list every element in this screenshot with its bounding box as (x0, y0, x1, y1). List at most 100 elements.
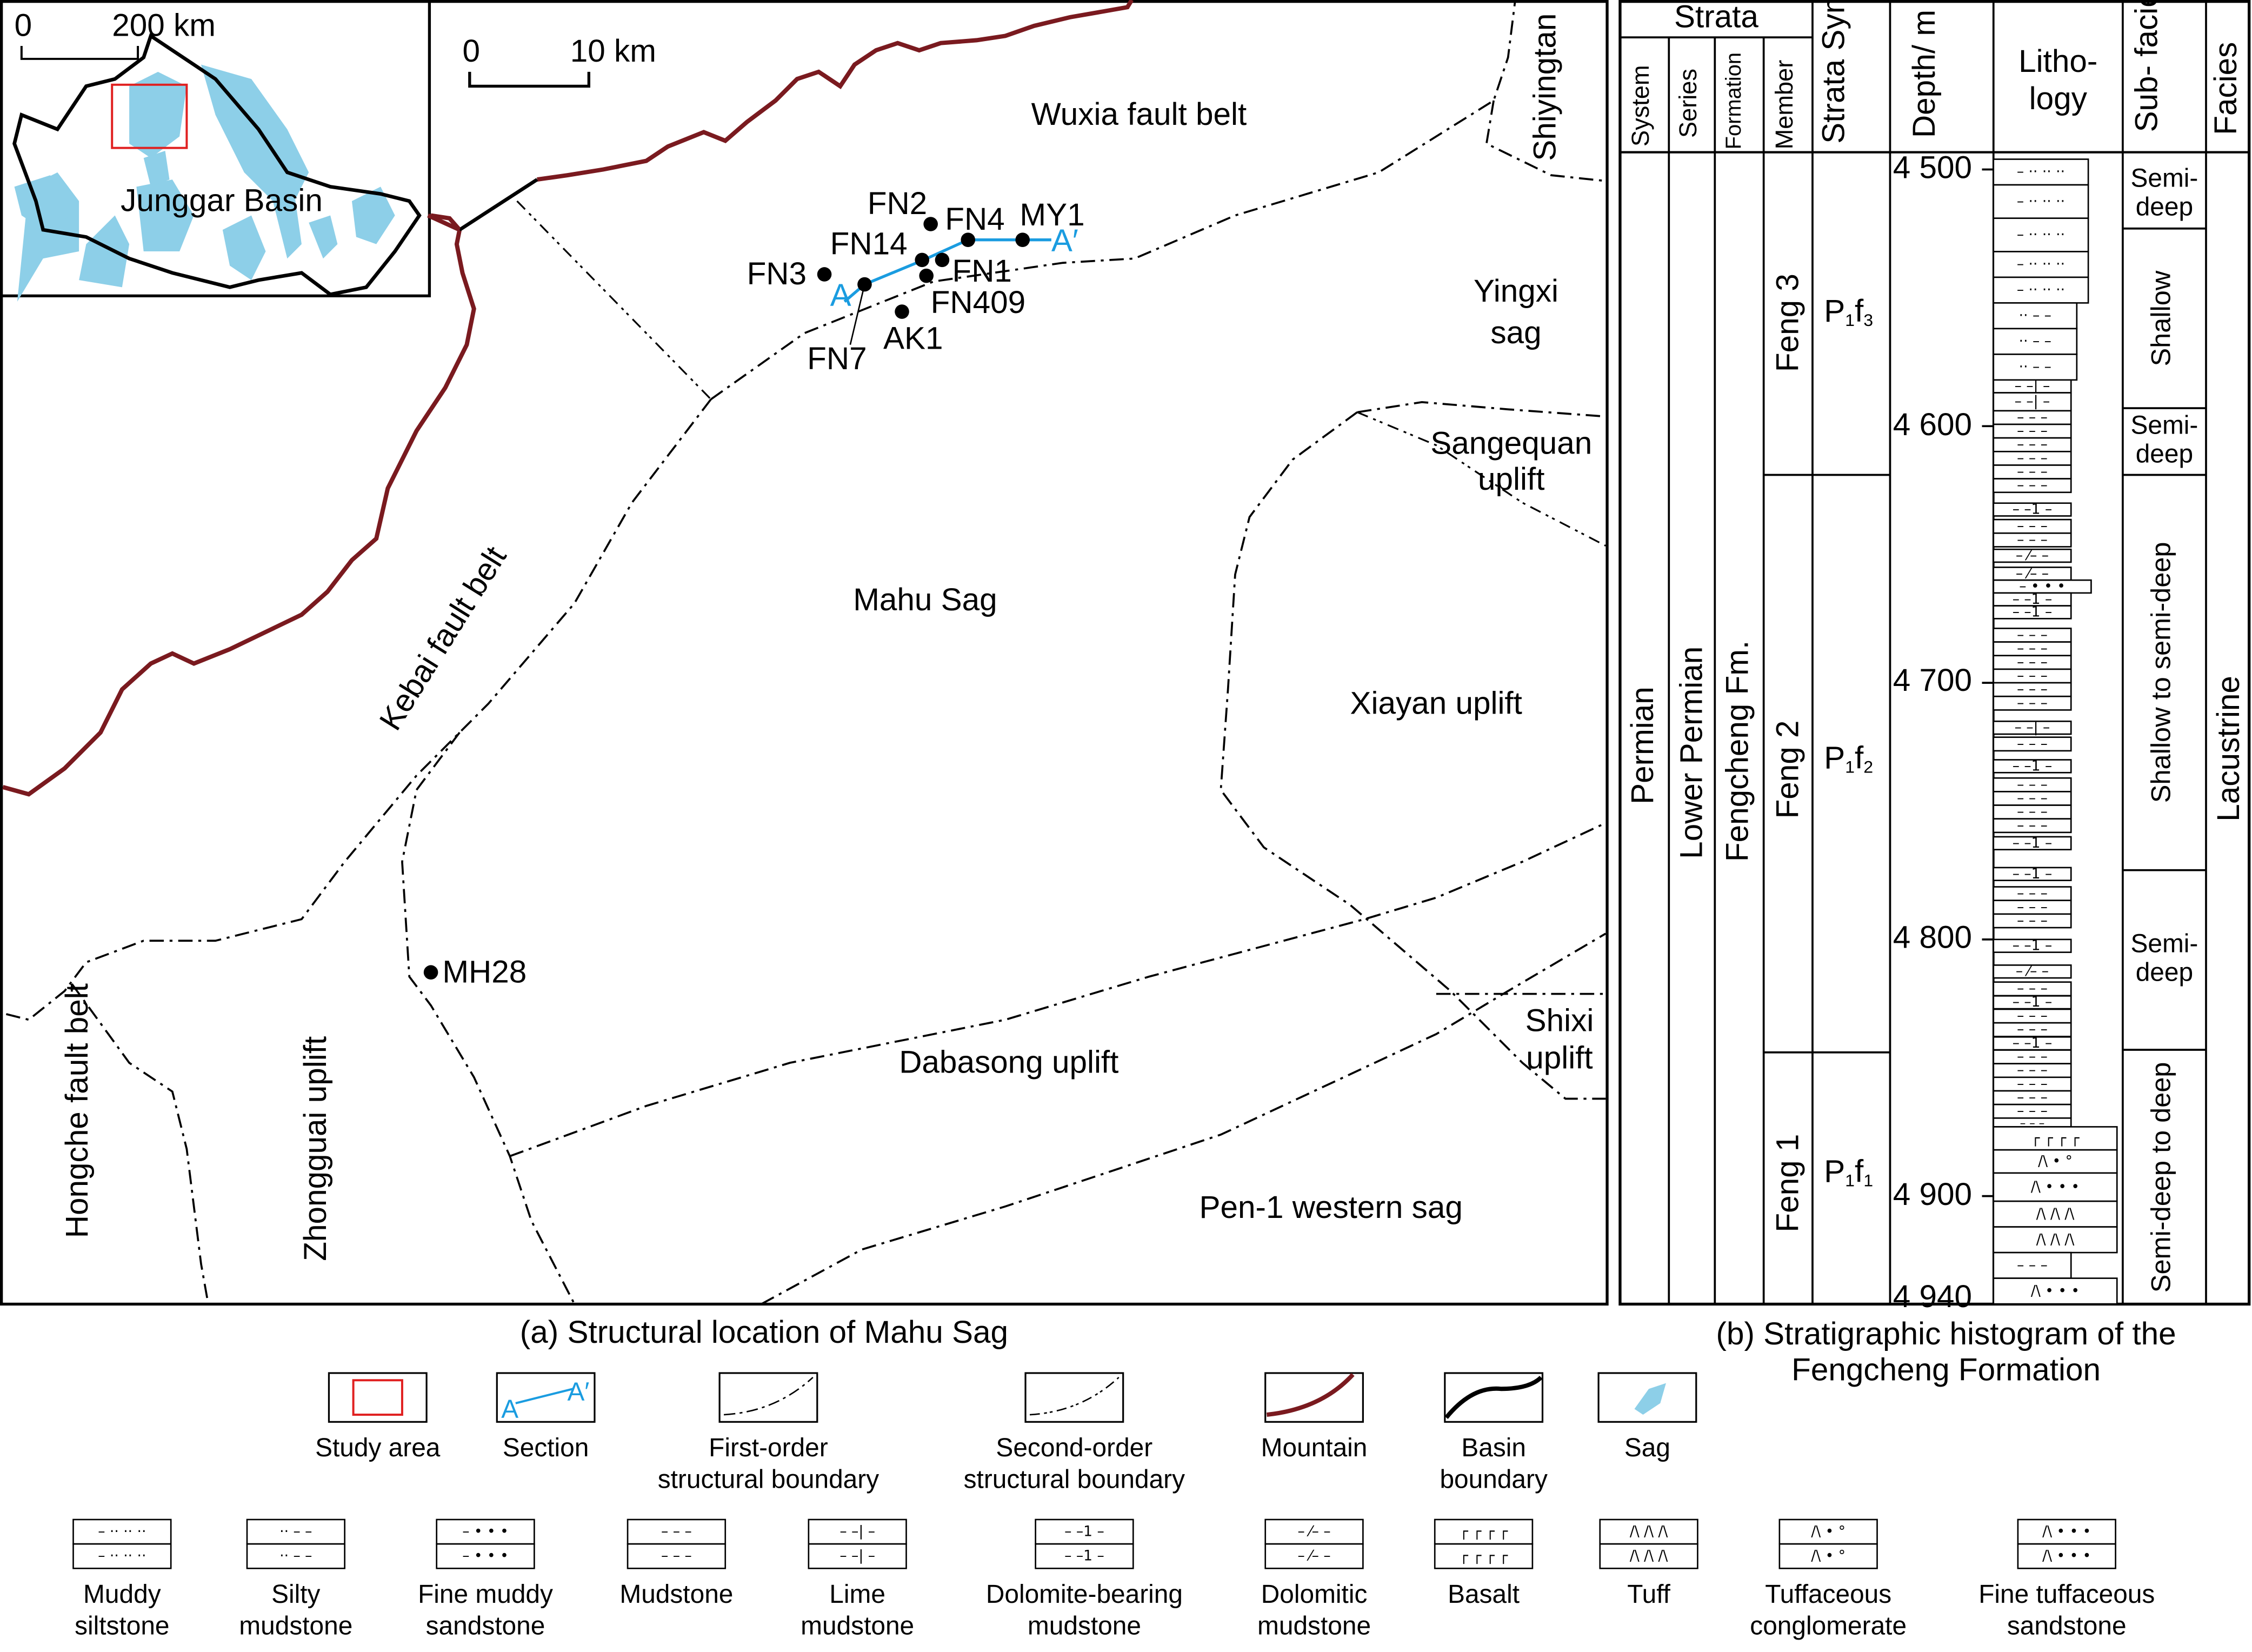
section-icon: AA′ (496, 1372, 596, 1423)
strata-symbol: P1f2 (1824, 739, 1874, 777)
well-label: MY1 (1020, 196, 1085, 233)
system-name: Permian (1624, 687, 1661, 804)
lithology-symbol: /\ • • • (2031, 1178, 2080, 1195)
well-dot[interactable] (895, 304, 909, 319)
legend-label: Basalt (1448, 1580, 1520, 1609)
well-dot[interactable] (1015, 232, 1030, 247)
inset-scale-zero: 0 (14, 7, 32, 43)
member-name: Feng 1 (1769, 1134, 1805, 1233)
lithology-symbol: – –1 – (2013, 994, 2053, 1010)
well-label: FN2 (867, 185, 928, 222)
well-label: MH28 (442, 954, 527, 990)
lithology-symbol: /\ /\ /\ (1630, 1548, 1668, 1564)
lithology-symbol: – – – (2017, 898, 2048, 915)
lithology-beds: – – –– – –– – –– – –– – –– – –– – –– – –… (1993, 158, 2118, 1305)
lithology-symbol: – – – (2017, 640, 2048, 657)
legend-label: Fine muddy sandstone (418, 1580, 553, 1641)
lithology-bed-tuff (1599, 1518, 1698, 1545)
lithology-symbol: – – – (661, 1523, 692, 1540)
dolomitic-mudstone-icon: – ⁄– –– ⁄– – (1264, 1518, 1364, 1569)
lithology-bed-mudstone (1993, 450, 2072, 466)
lithology-symbol: – ·· ·· ·· (2017, 227, 2065, 243)
well-dot[interactable] (935, 252, 950, 268)
lithology-bed-mudstone (1993, 791, 2072, 806)
fine-muddy-sandstone-icon: – • • •– • • • (436, 1518, 535, 1569)
lithology-symbol: – – – (2017, 1103, 2048, 1120)
lithology-bed-dolomite-bearing-mudstone (1993, 1036, 2072, 1051)
strata-symbol: P1f1 (1824, 1154, 1874, 1191)
well-dot[interactable] (423, 965, 438, 980)
legend-item-dolomitic-mudstone: – ⁄– –– ⁄– –Dolomitic mudstone (1178, 1518, 1451, 1641)
lithology-symbol: /\ /\ /\ (2036, 1231, 2075, 1248)
well-dot[interactable] (915, 252, 930, 268)
well-label: FN3 (747, 255, 807, 292)
lithology-symbol: – –| – (2015, 719, 2050, 736)
lithology-bed-mudstone (1993, 518, 2072, 534)
inset-basin-outline (12, 33, 422, 297)
lithology-symbol: ·· – – (2019, 358, 2051, 375)
legend-label: Tuffaceous conglomerate (1750, 1580, 1907, 1641)
lithology-bed-fine-tuffaceous-sandstone (2017, 1518, 2116, 1545)
legend-label: Muddy siltstone (75, 1580, 170, 1641)
legend-label: Fine tuffaceous sandstone (1978, 1580, 2155, 1641)
legend-label: Dolomite-bearing mudstone (985, 1580, 1183, 1641)
first-order-boundaries (0, 0, 1607, 1305)
legend-label: Mountain (1261, 1433, 1368, 1462)
lithology-symbol: – –1 – (1064, 1548, 1104, 1564)
legend-item-mountain: Mountain (1178, 1371, 1451, 1463)
well-label: FN4 (945, 201, 1005, 237)
region-sangequan: Sangequan uplift (1430, 425, 1593, 497)
lithology-bed-mudstone (1993, 641, 2072, 657)
depth-label: 4 900 (1893, 1176, 1973, 1212)
well-dot[interactable] (817, 267, 832, 282)
legend-item-fine-tuffaceous-sandstone: /\ • • •/\ • • • Fine tuffaceous sandston… (1930, 1518, 2203, 1641)
tuff-icon: /\ /\ /\/\ /\ /\ (1599, 1518, 1698, 1569)
scale-label: 10 km (570, 33, 656, 69)
lithology-bed-mudstone (627, 1518, 727, 1545)
lithology-bed-mudstone (1993, 1090, 2072, 1105)
legend-item-sag: Sag (1511, 1371, 1784, 1463)
basalt-icon: ┌ ┌ ┌ ┌┌ ┌ ┌ ┌ (1434, 1518, 1534, 1569)
inset-sags (14, 64, 395, 302)
lithology-symbol: – ⁄– – (2016, 547, 2049, 564)
legend-label: Sag (1624, 1433, 1671, 1462)
legend-label: Second-order structural boundary (963, 1433, 1185, 1494)
lithology-symbol: – – – (661, 1548, 692, 1564)
lithology-symbol: – ·· ·· ·· (2017, 163, 2065, 180)
lithology-symbol: – –1 – (2013, 1035, 2053, 1051)
well-dot[interactable] (961, 232, 976, 247)
legend-item-tuffaceous-conglomerate: /\ • °/\ • °Tuffaceous conglomerate (1692, 1518, 1965, 1641)
lithology-bed-tuffaceous-conglomerate (1993, 1149, 2118, 1174)
inset-basin-label: Junggar Basin (121, 182, 323, 218)
legend-item-study-area: Study area (241, 1371, 514, 1463)
column-frame (1618, 0, 2251, 1306)
depth-label: 4 940 (1893, 1278, 1973, 1315)
lithology-bed-dolomite-bearing-mudstone (1993, 938, 2072, 953)
well-label: FN409 (930, 284, 1026, 321)
lithology-bed-tuffaceous-conglomerate (1778, 1543, 1878, 1569)
lithology-bed-tuff (1993, 1200, 2118, 1228)
lithology-bed-mudstone (1993, 423, 2072, 439)
mudstone-icon: – – – – – – (627, 1518, 727, 1569)
lithology-bed-dolomite-bearing-mudstone (1993, 867, 2072, 881)
lithology-symbol: – – – (2017, 1008, 2048, 1024)
lithology-bed-muddy-siltstone (72, 1543, 172, 1569)
lithology-bed-mudstone (627, 1543, 727, 1569)
lithology-symbol: – –| – (839, 1548, 875, 1564)
lithology-bed-tuff (1993, 1226, 2118, 1254)
well-dot[interactable] (923, 217, 938, 231)
legend-item-fine-muddy-sandstone: – • • •– • • • Fine muddy sandstone (349, 1518, 622, 1641)
fine-tuffaceous-sandstone-icon: /\ • • •/\ • • • (2017, 1518, 2116, 1569)
lithology-bed-mudstone (1993, 532, 2072, 548)
well-dot[interactable] (857, 277, 872, 292)
legend-label: Lime mudstone (801, 1580, 915, 1641)
lithology-symbol: – – – (2017, 654, 2048, 670)
lithology-bed-mudstone (1993, 913, 2072, 929)
header-lithology: Litho- logy (2018, 43, 2098, 117)
legend-label: Silty mudstone (239, 1580, 353, 1641)
map-frame (0, 0, 1609, 1306)
lithology-symbol: – – – (2017, 409, 2048, 425)
lithology-symbol: – – – (2017, 1021, 2048, 1038)
well-dot[interactable] (919, 268, 934, 283)
